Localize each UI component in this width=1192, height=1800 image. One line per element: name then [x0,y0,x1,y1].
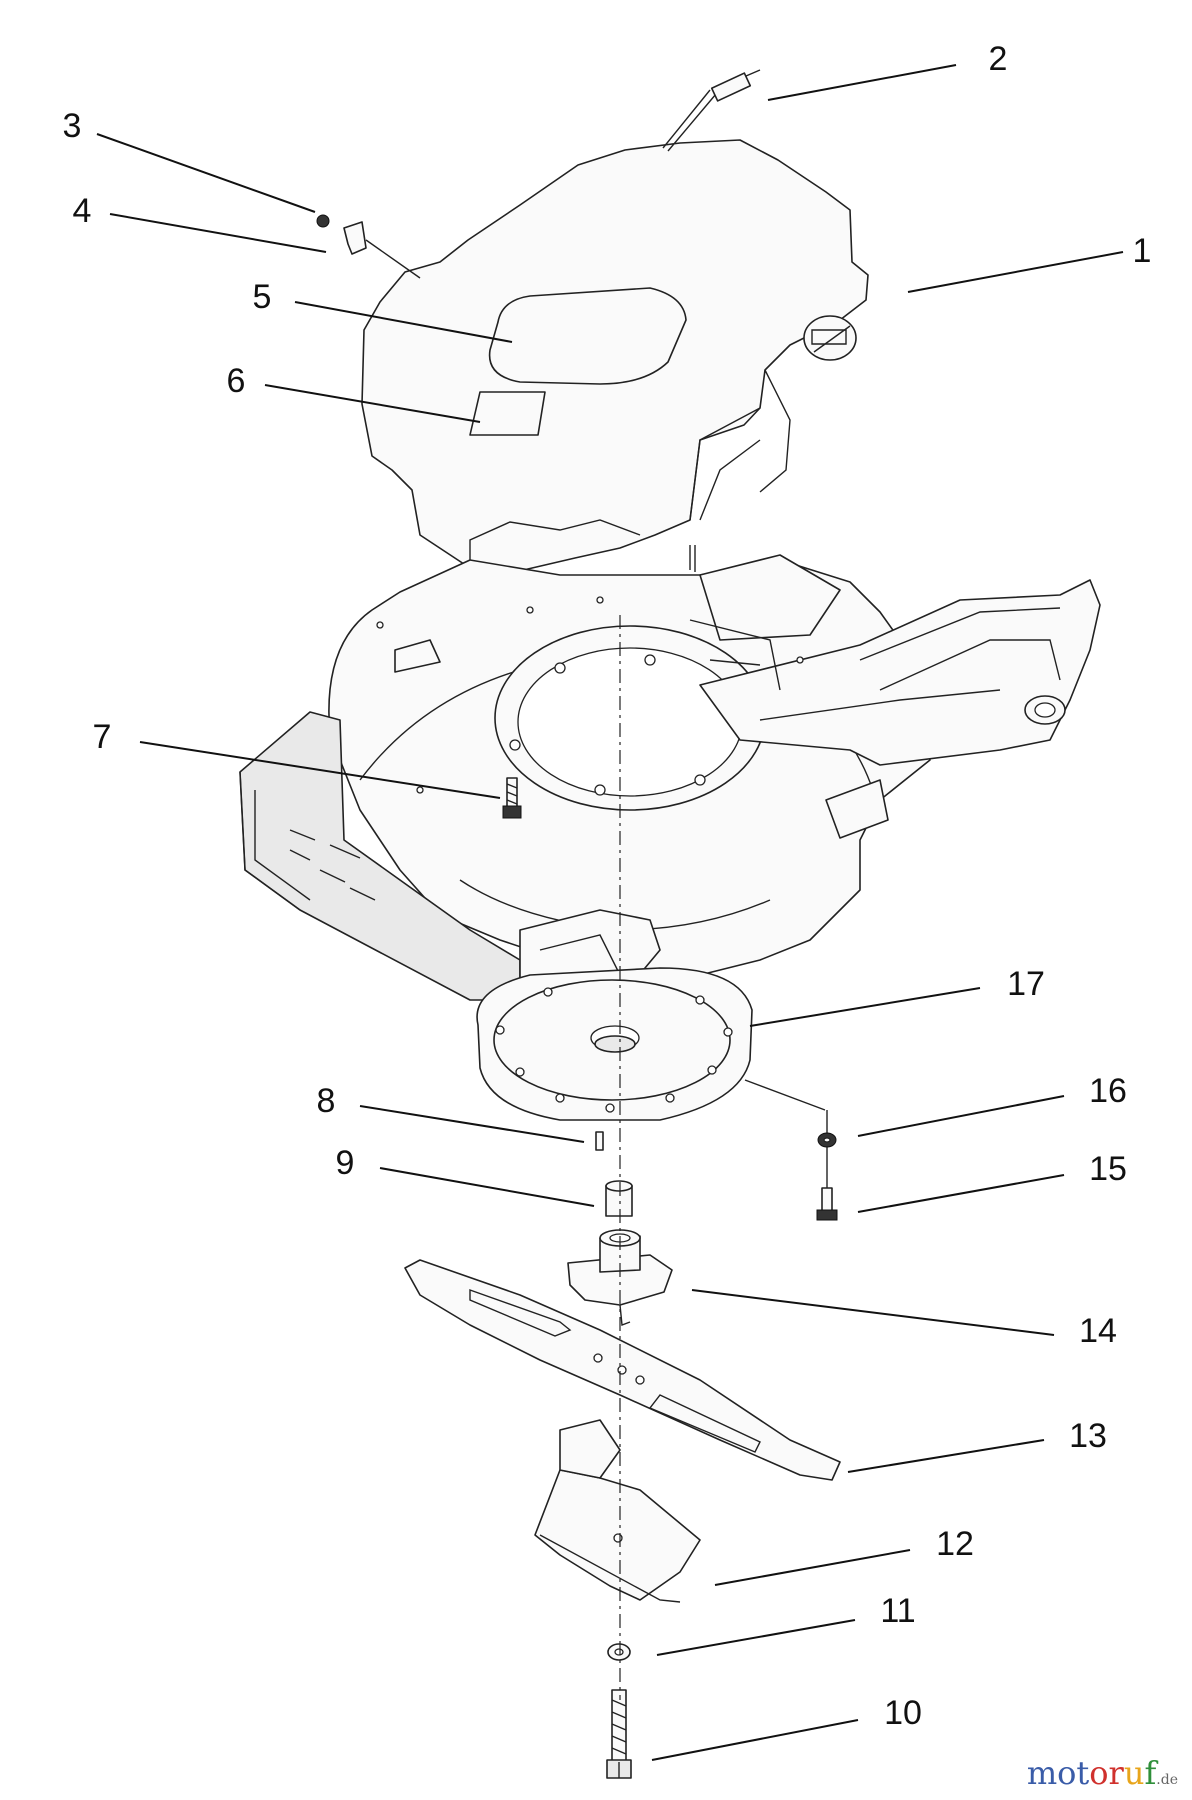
decal-6 [469,391,546,436]
blade-12 [534,1419,701,1603]
leader-4 [109,213,327,253]
watermark-part-1: mot [1026,1754,1090,1792]
engine-assembly [361,139,869,573]
leader-lines [96,64,1124,1761]
leader-14 [691,1289,1055,1336]
callout-12: 12 [936,1525,974,1563]
leader-10 [651,1719,859,1761]
leader-7 [139,741,501,799]
leader-6 [264,384,481,423]
callout-17: 17 [1007,965,1045,1003]
callout-2: 2 [989,40,1008,78]
washer-11 [607,1643,631,1661]
leader-8 [359,1105,585,1143]
adapter-plate [476,967,828,1210]
leader-17 [749,987,981,1027]
callout-15: 15 [1089,1150,1127,1188]
key-8 [595,1131,604,1151]
callout-8: 8 [317,1082,336,1120]
watermark-part-2: or [1089,1754,1124,1792]
callout-4: 4 [73,192,92,230]
callout-1: 1 [1133,232,1152,270]
watermark-part-5: .de [1156,1772,1178,1788]
callout-13: 13 [1069,1417,1107,1455]
leader-2 [767,64,957,101]
callout-14: 14 [1079,1312,1117,1350]
callout-labels: 1 2 3 4 5 6 7 8 9 10 11 12 13 14 15 16 1… [63,40,1152,1732]
callout-3: 3 [63,107,82,145]
callout-10: 10 [884,1694,922,1732]
washer-16 [817,1132,837,1148]
leader-3 [96,133,316,213]
blade-13 [404,1259,841,1481]
leader-1 [907,251,1124,293]
callout-11: 11 [880,1592,915,1630]
bolt-7 [502,777,522,819]
callout-16: 16 [1089,1072,1127,1110]
watermark-part-4: f [1144,1754,1157,1792]
spacer-9 [605,1180,633,1217]
leader-12 [714,1549,911,1586]
mower-deck [239,554,1101,1031]
callout-9: 9 [336,1144,355,1182]
spark-plug-wire [662,69,761,152]
bolt-15 [816,1187,838,1221]
callout-7: 7 [93,718,112,756]
leader-9 [379,1167,595,1207]
leader-15 [857,1174,1065,1213]
callout-6: 6 [227,362,246,400]
leader-11 [656,1619,856,1656]
callout-5: 5 [253,278,272,316]
watermark-part-3: u [1123,1754,1145,1792]
blade-bolt-10 [606,1689,632,1779]
leader-5 [294,301,513,343]
leader-13 [847,1439,1045,1473]
blade-adapter-14 [567,1229,673,1326]
leader-16 [857,1095,1065,1137]
decal-5 [488,287,687,385]
watermark-logo: motoruf.de [1027,1754,1178,1792]
screw-and-clip [316,214,421,279]
